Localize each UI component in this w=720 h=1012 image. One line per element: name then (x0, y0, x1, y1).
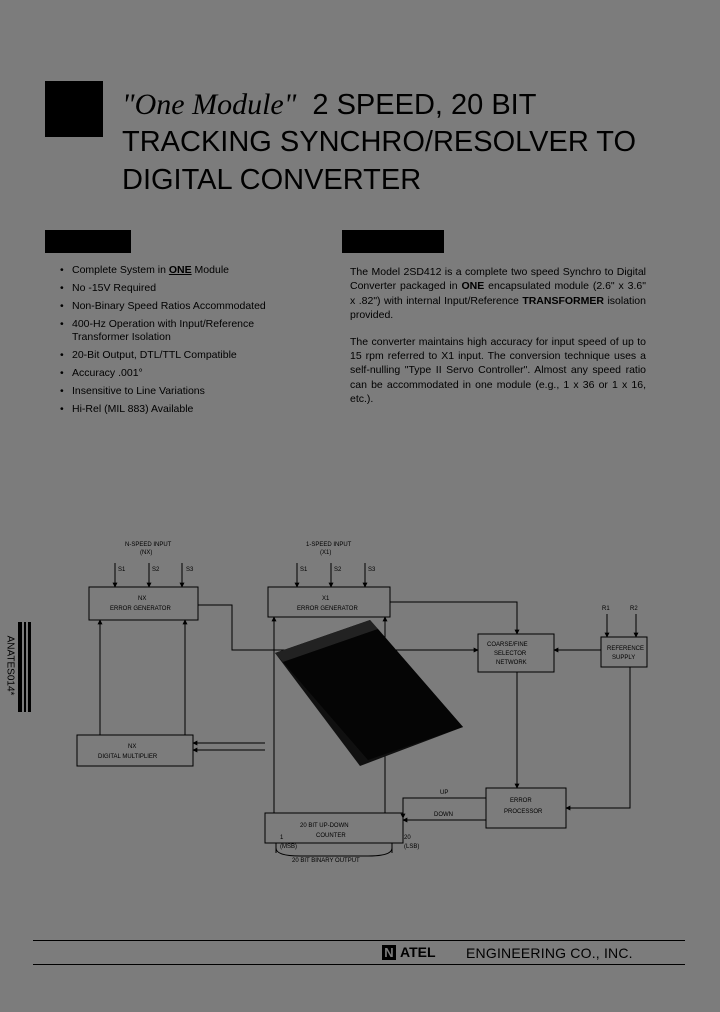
svg-text:S2: S2 (152, 567, 160, 573)
svg-text:ERROR: ERROR (510, 798, 532, 804)
features-list: Complete System in ONE Module No -15V Re… (60, 264, 312, 421)
svg-text:R2: R2 (630, 606, 638, 612)
digital-multiplier-block (76, 734, 194, 767)
footer-rule-top (33, 940, 685, 941)
feature-item: Hi-Rel (MIL 883) Available (60, 403, 312, 416)
svg-text:(LSB): (LSB) (404, 844, 419, 850)
svg-text:DOWN: DOWN (434, 812, 453, 818)
description-heading-bar (342, 230, 444, 253)
svg-text:(NX): (NX) (140, 550, 152, 556)
error-processor-block (485, 787, 567, 829)
feature-item: Complete System in ONE Module (60, 264, 312, 277)
feature-item: 20-Bit Output, DTL/TTL Compatible (60, 349, 312, 362)
part-number-strip: ANATES014* (4, 622, 32, 712)
svg-text:NETWORK: NETWORK (496, 660, 527, 666)
module-photo (275, 620, 463, 766)
svg-text:1: 1 (280, 835, 284, 841)
svg-text:NX: NX (128, 744, 136, 750)
title-script: "One Module" (122, 88, 297, 121)
header-black-block (45, 81, 103, 137)
description-paragraph-1: The Model 2SD412 is a complete two speed… (350, 266, 646, 322)
counter-block (264, 812, 404, 844)
svg-text:ERROR GENERATOR: ERROR GENERATOR (297, 606, 358, 612)
svg-text:R1: R1 (602, 606, 610, 612)
svg-text:UP: UP (440, 790, 448, 796)
svg-text:N-SPEED INPUT: N-SPEED INPUT (125, 542, 172, 548)
feature-item: Accuracy .001° (60, 367, 312, 380)
x1-error-generator-block (267, 586, 391, 618)
svg-text:SUPPLY: SUPPLY (612, 655, 635, 661)
svg-text:SELECTOR: SELECTOR (494, 651, 527, 657)
svg-text:REFERENCE: REFERENCE (607, 646, 644, 652)
title-line-3: DIGITAL CONVERTER (122, 164, 422, 196)
title-line-1-text: 2 SPEED, 20 BIT (312, 89, 537, 121)
feature-item: No -15V Required (60, 282, 312, 295)
natel-logo-letter: N (382, 945, 396, 960)
feature-item: Insensitive to Line Variations (60, 385, 312, 398)
company-name: ENGINEERING CO., INC. (466, 945, 633, 961)
svg-text:ERROR GENERATOR: ERROR GENERATOR (110, 606, 171, 612)
block-diagram: N-SPEED INPUT (NX) S1 S2 S3 1-SPEED INPU… (76, 542, 648, 864)
svg-text:S3: S3 (368, 567, 376, 573)
svg-text:20: 20 (404, 835, 411, 841)
title-line-1: "One Module" 2 SPEED, 20 BIT (122, 88, 536, 122)
footer-rule-bottom (33, 964, 685, 965)
description: The Model 2SD412 is a complete two speed… (350, 265, 646, 419)
svg-text:NX: NX (138, 596, 146, 602)
reference-supply-block (600, 636, 648, 668)
feature-item: 400-Hz Operation with Input/Reference Tr… (60, 318, 312, 344)
svg-text:S2: S2 (334, 567, 342, 573)
svg-text:COUNTER: COUNTER (316, 833, 346, 839)
svg-text:(X1): (X1) (320, 550, 331, 556)
svg-text:COARSE/FINE: COARSE/FINE (487, 642, 528, 648)
svg-text:S1: S1 (300, 567, 308, 573)
features-heading-bar (45, 230, 131, 253)
part-number: ANATES014* (4, 635, 16, 696)
natel-logo-text: ATEL (400, 944, 436, 960)
svg-text:PROCESSOR: PROCESSOR (504, 809, 543, 815)
svg-text:S1: S1 (118, 567, 126, 573)
svg-text:DIGITAL MULTIPLIER: DIGITAL MULTIPLIER (98, 754, 158, 760)
svg-text:1-SPEED INPUT: 1-SPEED INPUT (306, 542, 352, 548)
description-paragraph-2: The converter maintains high accuracy fo… (350, 335, 646, 406)
svg-text:X1: X1 (322, 596, 330, 602)
svg-text:S3: S3 (186, 567, 194, 573)
svg-text:20 BIT BINARY OUTPUT: 20 BIT BINARY OUTPUT (292, 858, 360, 864)
feature-item: Non-Binary Speed Ratios Accommodated (60, 300, 312, 313)
svg-text:(MSB): (MSB) (280, 844, 297, 850)
title-line-2: TRACKING SYNCHRO/RESOLVER TO (122, 126, 637, 158)
svg-text:20 BIT UP-DOWN: 20 BIT UP-DOWN (300, 823, 349, 829)
nx-error-generator-block (88, 586, 199, 621)
